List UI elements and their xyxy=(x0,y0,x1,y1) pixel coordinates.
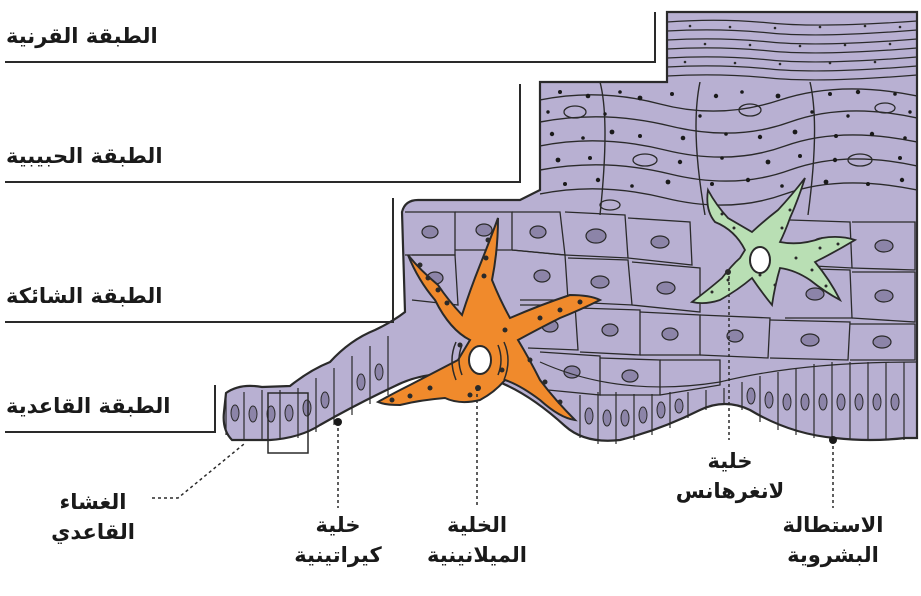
layer-brackets xyxy=(5,12,656,433)
label-stratum-corneum: الطبقة القرنية xyxy=(6,24,158,48)
magnified-region-box xyxy=(267,392,309,454)
callout-dots xyxy=(334,418,837,444)
melanocyte-cell xyxy=(375,217,603,422)
langerhans-line1: خلية xyxy=(707,449,753,473)
granulosum-texture xyxy=(540,82,917,215)
langerhans-cell xyxy=(689,177,858,308)
callout-leaders xyxy=(152,276,834,508)
rete-ridge-line1: الاستطالة xyxy=(782,513,884,537)
basement-membrane-line1: الغشاء xyxy=(59,490,127,514)
label-rete-ridge: الاستطالة البشروية xyxy=(768,510,898,570)
label-keratinocyte: خلية كيراتينية xyxy=(286,510,390,570)
basal-nuclei xyxy=(230,363,900,427)
label-langerhans: خلية لانغرهانس xyxy=(660,446,800,506)
melanocyte-line2: الميلانينية xyxy=(426,543,528,567)
rete-ridge-line2: البشروية xyxy=(787,543,879,567)
basal-cells xyxy=(225,336,918,444)
keratinocyte-line1: خلية xyxy=(315,513,361,537)
spinosum-cells xyxy=(405,211,916,396)
langerhans-granules xyxy=(710,208,840,294)
label-basement-membrane: الغشاء القاعدي xyxy=(34,487,152,547)
label-melanocyte: الخلية الميلانينية xyxy=(412,510,542,570)
langerhans-dot xyxy=(725,269,731,275)
label-stratum-granulosum: الطبقة الحبيبية xyxy=(6,144,163,168)
basement-membrane-line2: القاعدي xyxy=(51,520,135,544)
corneum-texture xyxy=(667,19,917,81)
keratinocyte-line2: كيراتينية xyxy=(294,543,382,567)
melanocyte-line1: الخلية xyxy=(446,513,508,537)
epidermis-tissue xyxy=(222,10,919,442)
label-stratum-spinosum: الطبقة الشائكة xyxy=(6,284,163,308)
label-stratum-basale: الطبقة القاعدية xyxy=(6,394,171,418)
langerhans-line2: لانغرهانس xyxy=(675,479,785,503)
langerhans-nucleus xyxy=(749,246,771,274)
